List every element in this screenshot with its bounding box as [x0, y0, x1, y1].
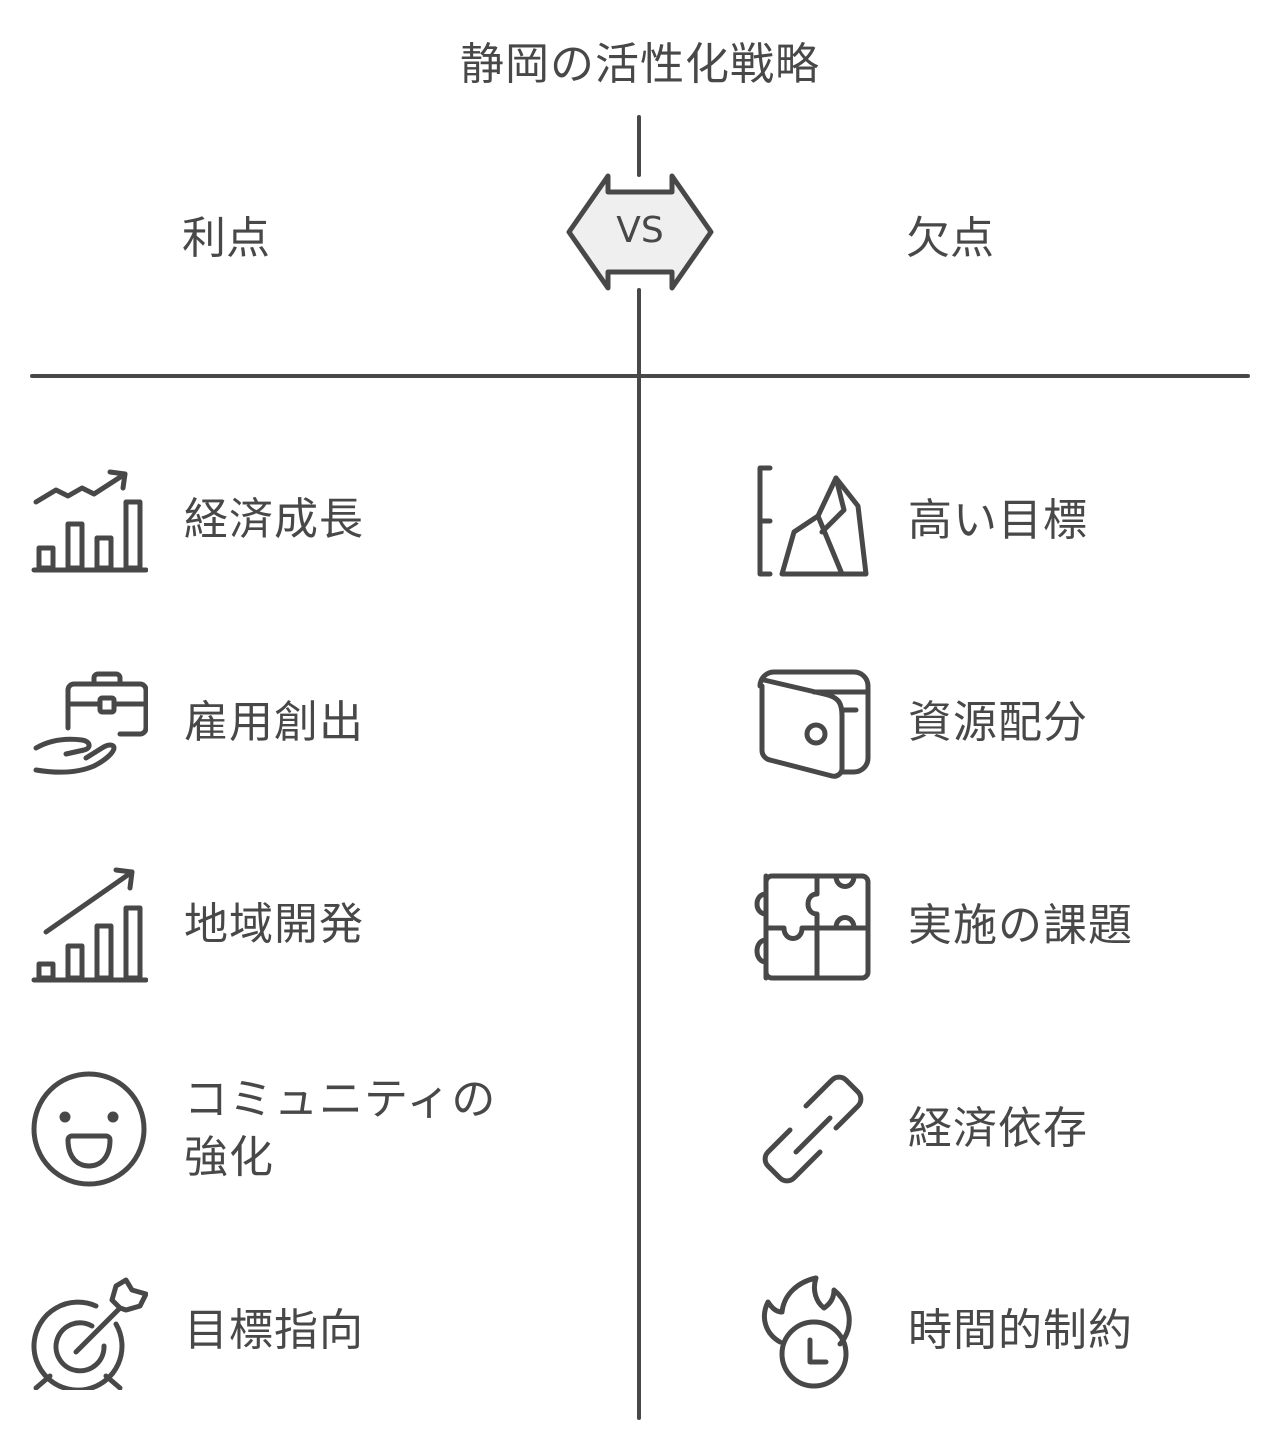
chain-link-icon [762, 1074, 864, 1184]
advantage-label: 地域開発 [184, 899, 364, 950]
growth-chart-icon [31, 469, 148, 573]
center-divider-top [637, 115, 641, 177]
advantage-item-community-strengthening: コミュニティの 強化 [30, 1070, 496, 1188]
disadvantage-label: 経済依存 [908, 1103, 1088, 1154]
advantage-item-job-creation: 雇用創出 [30, 668, 364, 778]
header-divider [30, 374, 1250, 378]
mountain-icon [757, 465, 869, 577]
advantages-heading: 利点 [182, 213, 270, 264]
advantage-item-economic-growth: 経済成長 [30, 466, 364, 574]
rising-bars-icon [31, 867, 148, 983]
puzzle-icon [754, 873, 871, 981]
advantage-label-block: コミュニティの 強化 [184, 1071, 496, 1187]
center-divider [637, 288, 641, 1420]
wallet-icon [757, 669, 871, 779]
target-arrow-icon [31, 1277, 148, 1390]
smiley-face-icon [31, 1071, 147, 1187]
disadvantage-label: 資源配分 [908, 697, 1088, 748]
disadvantages-heading: 欠点 [906, 213, 994, 264]
advantage-label: 経済成長 [184, 494, 364, 545]
disadvantage-label: 高い目標 [908, 495, 1088, 546]
disadvantage-item-implementation-challenges: 実施の課題 [754, 870, 1133, 982]
advantage-item-regional-development: 地域開発 [30, 866, 364, 984]
briefcase-hand-icon [33, 671, 148, 775]
advantage-label: 目標指向 [184, 1305, 364, 1356]
page-title: 静岡の活性化戦略 [460, 39, 820, 90]
vs-double-arrow-icon [566, 173, 714, 291]
advantage-label: 雇用創出 [184, 697, 364, 748]
disadvantage-label: 実施の課題 [908, 900, 1133, 951]
advantage-label-line2: 強化 [184, 1132, 274, 1183]
disadvantage-label: 時間的制約 [908, 1305, 1133, 1356]
advantage-label-line1: コミュニティの [184, 1074, 497, 1125]
vs-label: VS [616, 210, 664, 251]
disadvantage-item-resource-allocation: 資源配分 [754, 666, 1088, 780]
disadvantage-item-high-goals: 高い目標 [754, 464, 1088, 578]
advantage-item-goal-oriented: 目標指向 [30, 1272, 364, 1390]
burning-clock-icon [762, 1275, 852, 1389]
disadvantage-item-economic-dependence: 経済依存 [754, 1070, 1088, 1188]
disadvantage-item-time-constraints: 時間的制約 [754, 1272, 1133, 1390]
